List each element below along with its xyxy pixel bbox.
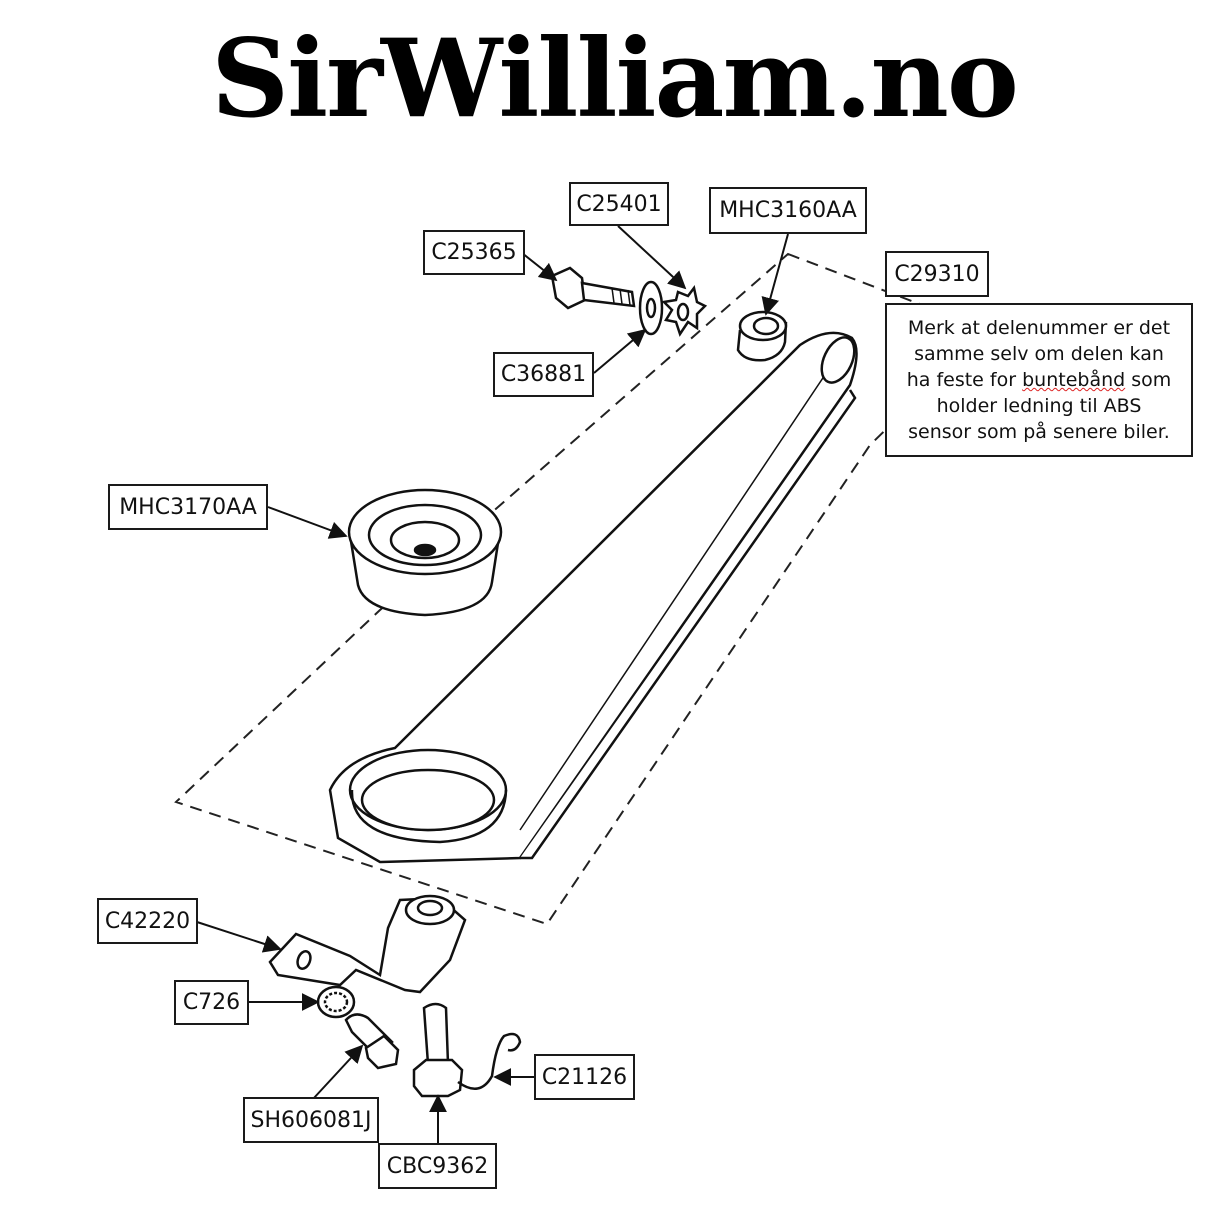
bolt-c25365-drawing (550, 266, 636, 310)
bush-mhc3170aa-drawing (347, 488, 503, 617)
bush-mhc3160aa-drawing (736, 310, 788, 362)
part-label-c21126: C21126 (534, 1054, 635, 1100)
part-label-c29310: C29310 (885, 251, 989, 297)
washer-c25401-drawing (661, 285, 708, 337)
sirwilliam-logo: SirWilliam.no (211, 16, 1019, 142)
note-line-3-pre: ha feste for (906, 369, 1023, 391)
part-label-c726: C726 (174, 980, 249, 1025)
part-label-sh606081j: SH606081J (243, 1097, 379, 1143)
part-label-c42220: C42220 (97, 898, 198, 944)
note-word-buntebaand: buntebånd (1022, 369, 1126, 391)
note-line-3-post: som (1125, 369, 1172, 391)
clip-c21126-drawing (457, 1032, 522, 1090)
bracket-c42220-drawing (268, 894, 467, 994)
part-label-c25401: C25401 (569, 182, 669, 226)
bolt-sh606081j-drawing (344, 1013, 400, 1070)
washer-c36881-drawing (638, 280, 664, 336)
note-line-3: ha feste for buntebånd som (893, 367, 1185, 393)
note-line-2: samme selv om delen kan (914, 343, 1164, 365)
bolt-cbc9362-drawing (412, 1002, 464, 1098)
assembly-dashed-outline (174, 252, 990, 926)
part-label-c25365: C25365 (423, 230, 525, 275)
part-label-cbc9362: CBC9362 (378, 1143, 497, 1189)
note-line-5: sensor som på senere biler. (908, 421, 1170, 443)
part-label-mhc3170aa: MHC3170AA (108, 484, 268, 530)
note-line-4: holder ledning til ABS (936, 395, 1142, 417)
part-label-c36881: C36881 (493, 352, 594, 397)
note-line-1: Merk at delenummer er det (907, 317, 1171, 339)
leader-lines (196, 225, 789, 1143)
part-label-mhc3160aa: MHC3160AA (709, 187, 867, 234)
arm-drawing (328, 331, 858, 864)
washer-c726-drawing (316, 985, 356, 1019)
parts-note: Merk at delenummer er det samme selv om … (885, 303, 1193, 457)
